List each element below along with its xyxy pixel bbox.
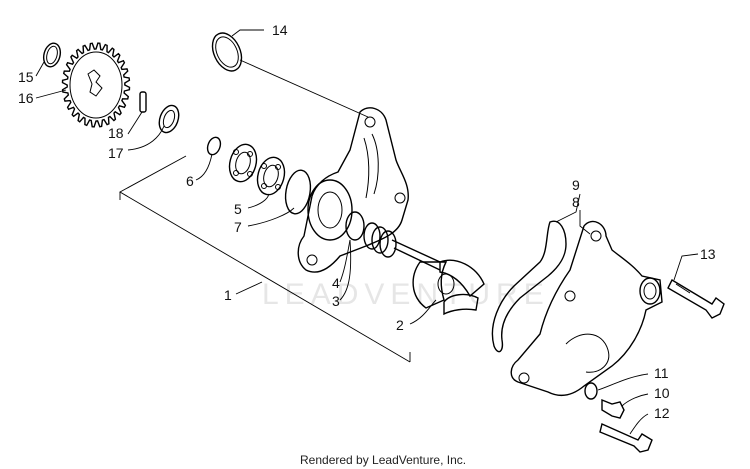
callout-14: 14: [272, 22, 288, 38]
part-circlip: [206, 136, 222, 156]
footer-credit: Rendered by LeadVenture, Inc.: [300, 453, 466, 467]
part-small-washer: [584, 382, 598, 400]
part-pin: [139, 91, 147, 113]
part-pump-housing: [297, 107, 409, 273]
assembly-bracket: [119, 155, 411, 363]
part-long-bolt: [667, 279, 725, 319]
part-short-bolt: [601, 398, 625, 419]
callout-7: 7: [234, 219, 242, 235]
callout-17: 17: [108, 145, 124, 161]
callout-5: 5: [234, 201, 242, 217]
part-o-ring-large: [211, 32, 369, 118]
callout-6: 6: [186, 173, 194, 189]
part-washer: [158, 104, 180, 134]
part-bolt: [599, 423, 653, 453]
callout-18: 18: [108, 125, 124, 141]
leader-lines: [35, 29, 699, 435]
callout-1: 1: [224, 287, 232, 303]
callout-labels: 14 15 16 18 17 6 5 7 1 4 3 2 9 8 13 11 1…: [18, 22, 716, 421]
part-o-ring-small: [284, 169, 312, 215]
part-impeller-shaft: [391, 239, 485, 316]
part-bearings: [228, 143, 286, 196]
callout-4: 4: [332, 275, 340, 291]
part-drive-gear: [61, 42, 131, 128]
part-snap-ring: [42, 42, 62, 68]
callout-3: 3: [332, 293, 340, 309]
part-shaft-seal: [345, 211, 397, 258]
callout-8: 8: [572, 194, 580, 210]
callout-13: 13: [700, 246, 716, 262]
callout-12: 12: [654, 405, 670, 421]
part-cover-gasket: [491, 220, 567, 353]
callout-15: 15: [18, 69, 34, 85]
watermark-text: LEADVENTURE: [262, 278, 550, 311]
callout-16: 16: [18, 90, 34, 106]
callout-11: 11: [654, 365, 669, 381]
part-pump-cover: [510, 220, 663, 397]
callout-2: 2: [396, 317, 404, 333]
callout-9: 9: [572, 177, 580, 193]
callout-10: 10: [654, 385, 670, 401]
